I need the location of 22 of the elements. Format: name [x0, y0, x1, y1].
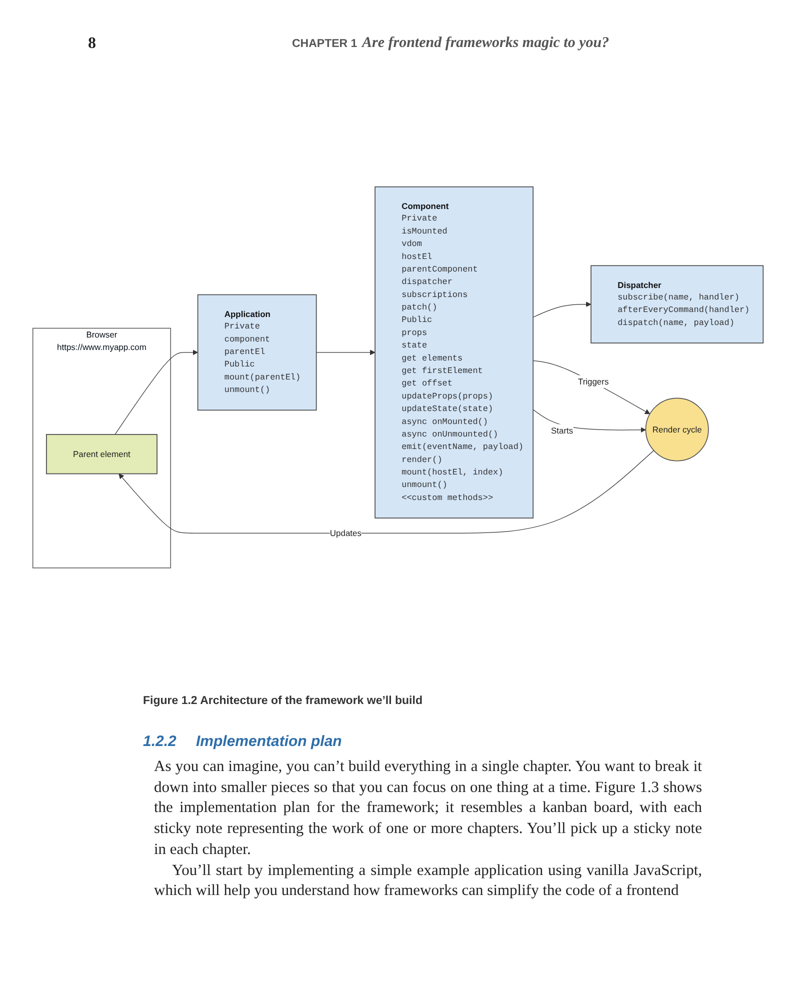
arrow: [316, 349, 376, 355]
arrow: [532, 408, 646, 432]
node-box: Parent element: [46, 434, 158, 474]
page-number: 8: [88, 35, 96, 53]
edge-label: Updates: [330, 528, 362, 538]
chapter-label: CHAPTER 1: [292, 38, 358, 50]
section-heading: Implementation plan: [196, 733, 342, 750]
body-paragraph: You’ll start by implementing a simple example application using vanilla JavaScript, which will help you understand how frameworks can simplify the code of a frontend: [154, 860, 702, 902]
edge-label: Starts: [551, 425, 574, 435]
figure-caption: Figure 1.2 Architecture of the framework we’ll build: [143, 695, 422, 707]
arrow: [118, 450, 654, 534]
section-number: 1.2.2: [143, 733, 176, 750]
node-box: Component Private isMounted vdom hostEl parentComponent dispatcher subscriptions patch() Public props state get elements get firstElement get offset updateProps(props) updateState(state) async onMounted() async onUnmounted() emit(eventName, payload) render() mount(hostEl, index) unmount() <<custom methods>>: [374, 186, 534, 518]
body-paragraph: As you can imagine, you can’t build everything in a single chapter. You want to break it down into smaller pieces so that you can focus on one thing at a time. Figure 1.3 shows the implementation plan for the framework; it resembles a kanban board, with each sticky note representing the work of one or more chapters. You’ll pick up a sticky note in each chapter.: [154, 757, 702, 860]
arrow: [532, 301, 592, 318]
node-box: Application Private component parentEl Public mount(parentEl) unmount(): [197, 294, 317, 410]
edge-label: Triggers: [578, 376, 609, 386]
running-title: Are frontend frameworks magic to you?: [362, 35, 610, 52]
arrow: [114, 349, 198, 434]
node-box: Dispatcher subscribe(name, handler) afterEveryCommand(handler) dispatch(name, payload): [590, 264, 764, 344]
arrow: [532, 360, 650, 414]
node-circle: Render cycle: [645, 397, 709, 461]
